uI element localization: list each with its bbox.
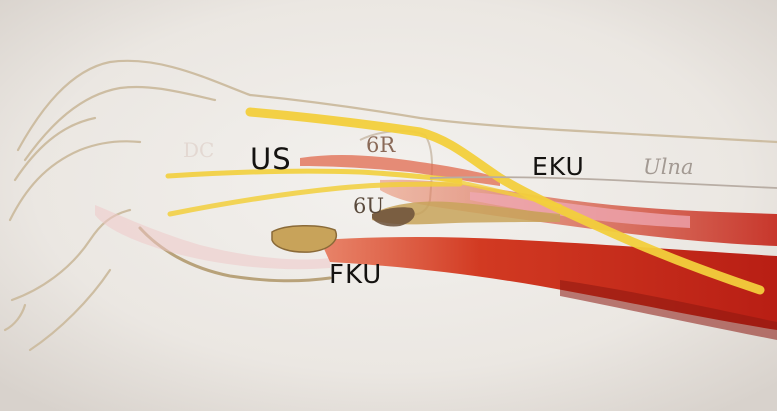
label-eku: EKU — [532, 154, 585, 179]
label-6r: 6R — [366, 135, 395, 156]
label-fku: FKU — [329, 262, 382, 288]
label-6u: 6U — [353, 196, 384, 217]
label-ulna: Ulna — [643, 157, 693, 178]
faint-label: DC — [183, 140, 214, 160]
tendon-head — [272, 226, 336, 252]
label-us: US — [250, 145, 292, 174]
